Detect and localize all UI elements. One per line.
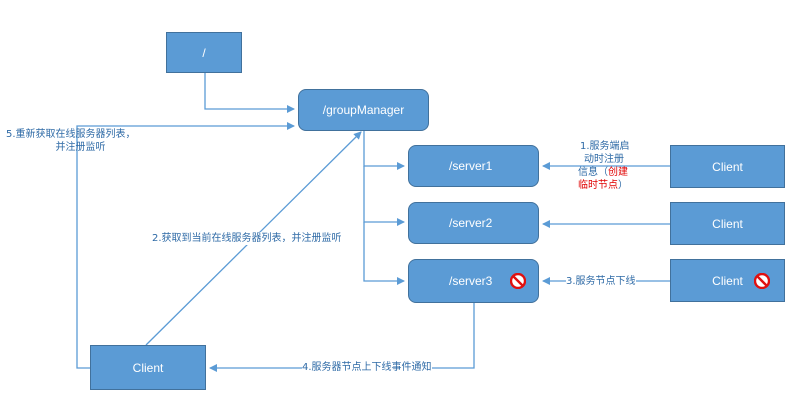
- step1-line4-highlight: 临时节点: [578, 180, 618, 191]
- step4-label: 4.服务器节点上下线事件通知: [302, 361, 432, 374]
- step5-label: 5.重新获取在线服务器列表， 并注册监听: [6, 128, 136, 154]
- step5-line2: 并注册监听: [55, 142, 106, 153]
- root-node-label: /: [202, 45, 206, 60]
- client-node-label: Client: [712, 273, 743, 288]
- client-node-label: Client: [132, 360, 164, 375]
- step3-label: 3.服务节点下线: [566, 275, 636, 288]
- step1-line4: 临时节点）: [578, 179, 630, 192]
- server2-node-label: /server2: [449, 216, 493, 230]
- groupmanager-node[interactable]: /groupManager: [298, 89, 429, 131]
- groupmanager-node-label: /groupManager: [322, 103, 405, 117]
- step5-line1: 5.重新获取在线服务器列表，: [6, 129, 136, 140]
- client-node-watcher[interactable]: Client: [90, 345, 206, 390]
- offline-ban-icon: [510, 273, 526, 289]
- server1-node[interactable]: /server1: [408, 145, 539, 187]
- client-node-server1[interactable]: Client: [670, 145, 785, 188]
- step1-line2: 动时注册: [584, 154, 624, 165]
- step1-label: 1.服务端启 动时注册 信息（创建 临时节点）: [578, 140, 630, 192]
- offline-ban-icon: [754, 273, 770, 289]
- edge-server3-to-client: [209, 303, 475, 372]
- root-node[interactable]: /: [166, 32, 242, 73]
- server2-node[interactable]: /server2: [408, 202, 539, 244]
- server1-node-label: /server1: [449, 159, 493, 173]
- server3-node-label: /server3: [449, 274, 493, 288]
- edge-groupmanager-to-server1: [363, 131, 405, 170]
- client-node-server3[interactable]: Client: [670, 259, 785, 302]
- client-node-label: Client: [712, 216, 743, 231]
- step2-label: 2.获取到当前在线服务器列表，并注册监听: [152, 232, 342, 245]
- client-node-server2[interactable]: Client: [670, 202, 785, 245]
- step1-line3: 信息（创建: [578, 166, 630, 179]
- step1-line3-prefix: 信息（: [578, 167, 608, 178]
- step1-line4-suffix: ）: [618, 180, 628, 191]
- step1-line1: 1.服务端启: [580, 141, 630, 152]
- client-node-label: Client: [712, 159, 743, 174]
- edge-groupmanager-to-server3: [363, 222, 405, 285]
- edge-client-refresh-to-groupmanager: [76, 122, 295, 369]
- edge-root-to-groupmanager: [204, 73, 295, 113]
- step1-line3-highlight: 创建: [608, 167, 628, 178]
- edge-groupmanager-to-server2: [363, 166, 405, 226]
